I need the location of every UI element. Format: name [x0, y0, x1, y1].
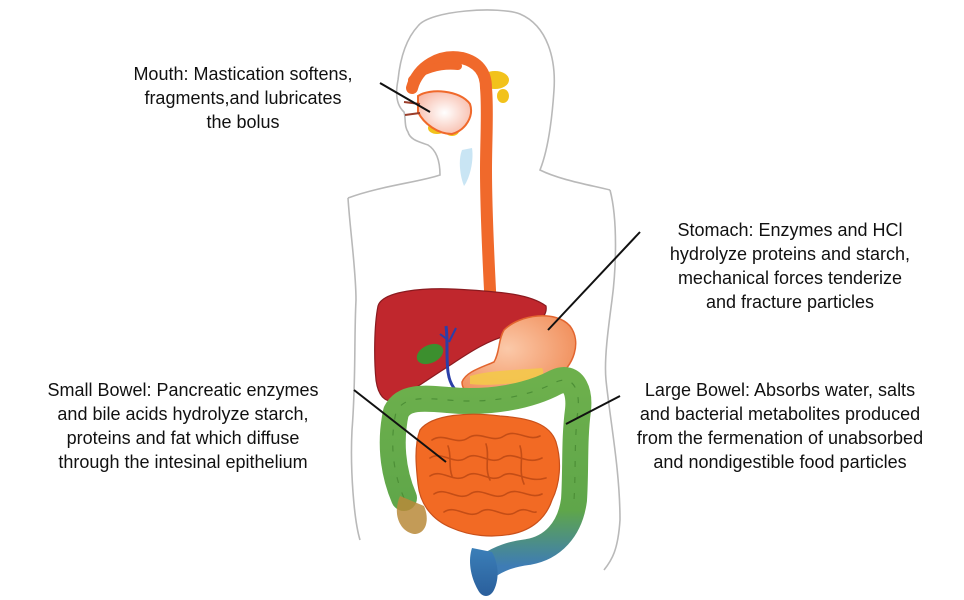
- trachea: [460, 148, 473, 186]
- stomach-label-line-1: Stomach: Enzymes and HCl: [640, 218, 940, 242]
- stomach-label-line-4: and fracture particles: [640, 290, 940, 314]
- large-bowel-label: Large Bowel: Absorbs water, salts and ba…: [604, 378, 956, 474]
- mouth-label-line-3: the bolus: [98, 110, 388, 134]
- mouth-label-line-2: fragments,and lubricates: [98, 86, 388, 110]
- large-bowel-label-line-2: and bacterial metabolites produced: [604, 402, 956, 426]
- mouth-label-line-1: Mouth: Mastication softens,: [98, 62, 388, 86]
- stomach-label: Stomach: Enzymes and HCl hydrolyze prote…: [640, 218, 940, 314]
- small-bowel-label-line-3: proteins and fat which diffuse: [8, 426, 358, 450]
- rectum: [470, 548, 498, 596]
- stomach-label-line-3: mechanical forces tenderize: [640, 266, 940, 290]
- mouth-label: Mouth: Mastication softens, fragments,an…: [98, 62, 388, 134]
- small-bowel-label-line-1: Small Bowel: Pancreatic enzymes: [8, 378, 358, 402]
- stomach-leader-line: [548, 232, 640, 330]
- small-bowel-label-line-2: and bile acids hydrolyze starch,: [8, 402, 358, 426]
- small-bowel-label: Small Bowel: Pancreatic enzymes and bile…: [8, 378, 358, 474]
- large-bowel-label-line-3: from the fermenation of unabsorbed: [604, 426, 956, 450]
- small-bowel-label-line-4: through the intesinal epithelium: [8, 450, 358, 474]
- stomach-label-line-2: hydrolyze proteins and starch,: [640, 242, 940, 266]
- large-bowel-label-line-4: and nondigestible food particles: [604, 450, 956, 474]
- mouth-cavity: [418, 91, 471, 134]
- large-bowel-label-line-1: Large Bowel: Absorbs water, salts: [604, 378, 956, 402]
